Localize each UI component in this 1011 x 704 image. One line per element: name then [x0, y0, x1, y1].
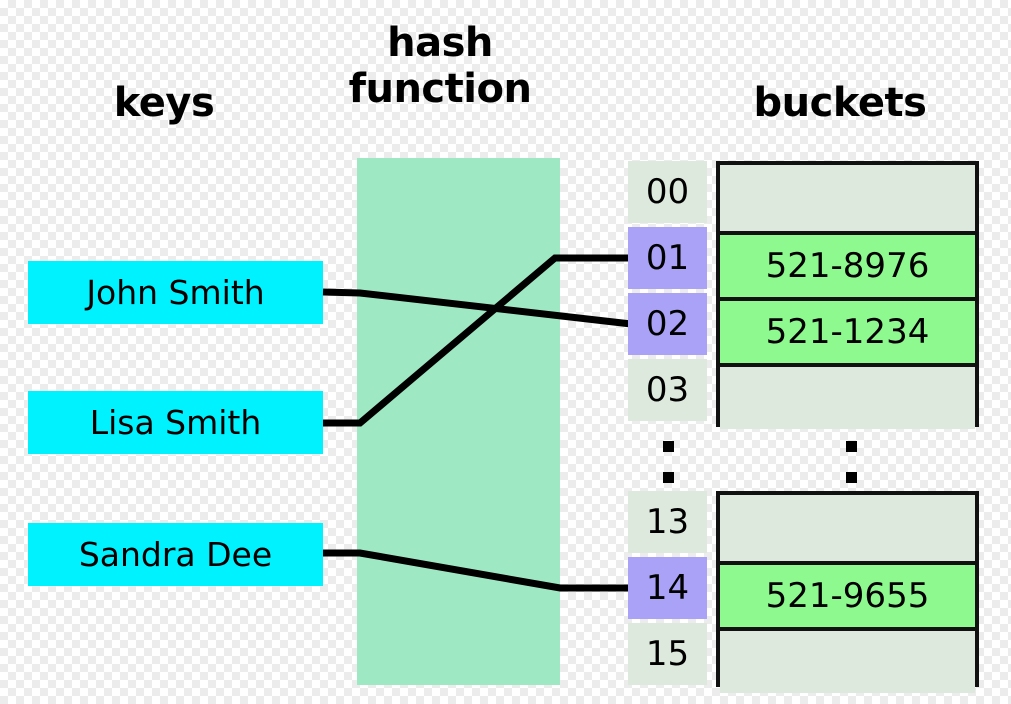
key-label: Sandra Dee: [78, 535, 273, 574]
bucket-ellipsis-icon: [840, 441, 862, 483]
bucket-row[interactable]: 521-1234: [720, 297, 975, 363]
bucket-value: 521-8976: [765, 246, 930, 286]
dot: [845, 441, 857, 452]
index-label: 00: [645, 172, 690, 212]
index-label: 01: [645, 238, 690, 278]
index-label: 14: [645, 568, 690, 608]
bucket-row[interactable]: [720, 165, 975, 231]
index-chip-00[interactable]: 00: [628, 161, 707, 223]
key-label: Lisa Smith: [89, 403, 262, 442]
bucket-value: 521-1234: [765, 312, 930, 352]
bucket-row[interactable]: [720, 363, 975, 429]
key-box-sandra-dee[interactable]: Sandra Dee: [28, 523, 323, 586]
key-box-lisa-smith[interactable]: Lisa Smith: [28, 391, 323, 454]
heading-keys: keys: [113, 80, 215, 126]
hash-function-band: [357, 158, 560, 685]
key-label: John Smith: [86, 273, 265, 312]
dot: [662, 472, 674, 483]
index-chip-14[interactable]: 14: [628, 557, 707, 619]
bucket-row[interactable]: 521-9655: [720, 561, 975, 627]
index-chip-15[interactable]: 15: [628, 623, 707, 685]
index-chip-02[interactable]: 02: [628, 293, 707, 355]
index-label: 03: [645, 370, 690, 410]
dot: [662, 441, 674, 452]
index-ellipsis-icon: [657, 441, 679, 483]
bucket-row[interactable]: [720, 627, 975, 693]
heading-hash-function: hash function: [348, 20, 532, 112]
heading-buckets: buckets: [753, 80, 927, 126]
bucket-row[interactable]: [720, 495, 975, 561]
bucket-table-bottom: 521-9655: [716, 491, 979, 693]
index-label: 02: [645, 304, 690, 344]
bucket-table-top: 521-8976 521-1234: [716, 161, 979, 429]
index-label: 15: [645, 634, 690, 674]
dot: [845, 472, 857, 483]
bucket-value: 521-9655: [765, 576, 930, 616]
index-chip-13[interactable]: 13: [628, 491, 707, 553]
key-box-john-smith[interactable]: John Smith: [28, 261, 323, 324]
bucket-row[interactable]: 521-8976: [720, 231, 975, 297]
index-chip-01[interactable]: 01: [628, 227, 707, 289]
index-chip-03[interactable]: 03: [628, 359, 707, 421]
index-label: 13: [645, 502, 690, 542]
